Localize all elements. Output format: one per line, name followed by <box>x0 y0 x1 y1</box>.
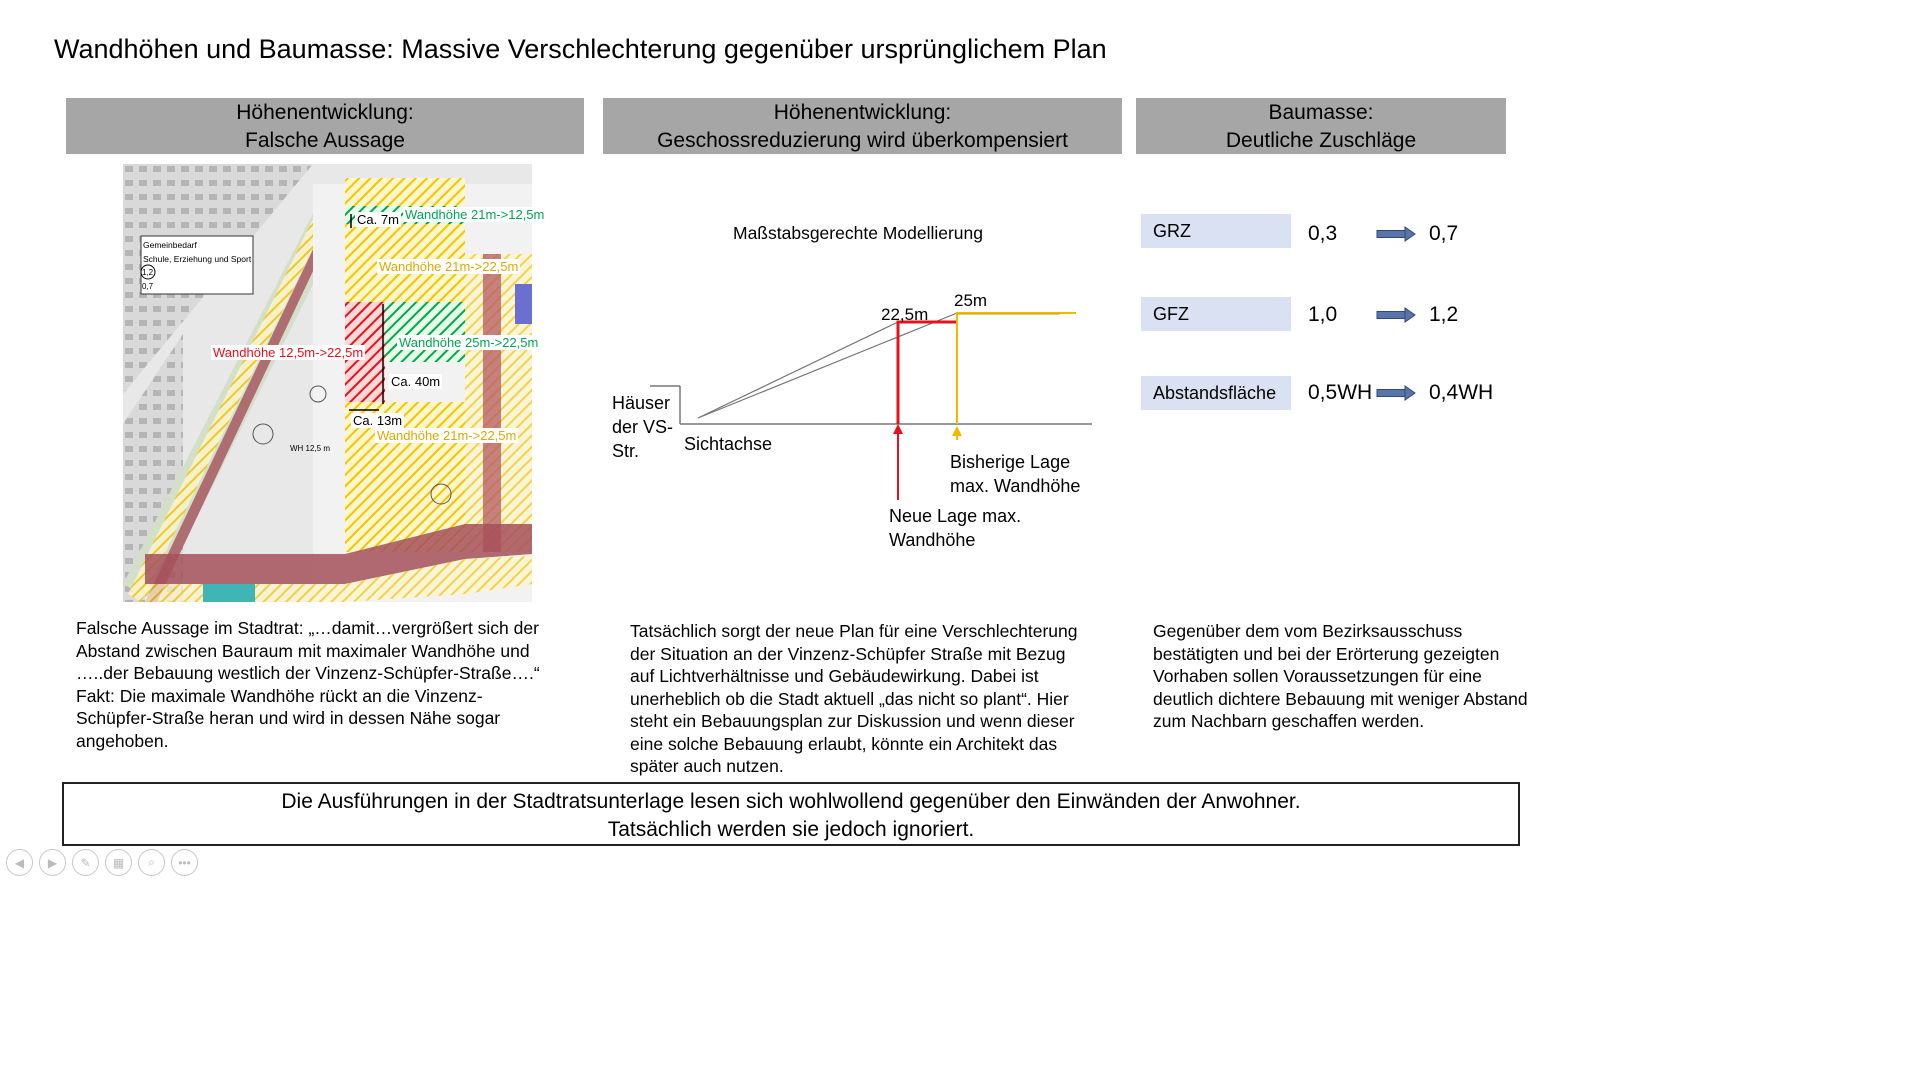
conclusion-box: Die Ausführungen in der Stadtratsunterla… <box>62 782 1520 846</box>
page-title: Wandhöhen und Baumasse: Massive Verschle… <box>54 34 1107 64</box>
pen-icon[interactable]: ✎ <box>72 849 99 876</box>
metric-abstandsflaeche-to: 0,4WH <box>1429 381 1494 404</box>
arrow-right-icon <box>1376 385 1416 401</box>
old-position-arrow-head <box>952 426 962 436</box>
diagram-subtitle: Maßstabsgerechte Modellierung <box>733 223 983 243</box>
column-header-2-line2: Geschossreduzierung wird überkompensiert <box>657 129 1068 152</box>
metric-abstandsflaeche-label: Abstandsfläche <box>1141 376 1291 410</box>
old-wall-height-line <box>956 312 1076 424</box>
wh-label: WH 12,5 m <box>290 444 330 453</box>
site-plan-graphic: Gemeinbedarf Schule, Erziehung und Sport… <box>123 164 533 602</box>
left-explanation-text: Falsche Aussage im Stadtrat: „…damit…ver… <box>76 618 540 751</box>
sightline-old <box>697 312 958 419</box>
column-header-2-line1: Höhenentwicklung: <box>773 101 952 124</box>
metric-grz-from: 0,3 <box>1308 222 1338 245</box>
column-header-3-line2: Deutliche Zuschläge <box>1225 129 1417 152</box>
height-diagram <box>650 312 1092 500</box>
metric-abstandsflaeche-from: 0,5WH <box>1308 381 1373 404</box>
map-label-green-2: Wandhöhe 25m->22,5m <box>397 335 541 350</box>
column-header-1-line1: Höhenentwicklung: <box>236 101 414 124</box>
metric-grz-to: 0,7 <box>1429 222 1459 245</box>
metric-gfz-to: 1,2 <box>1429 303 1459 326</box>
gemeinbedarf-small-value: 0,7 <box>142 282 154 291</box>
height-old-label: 25m <box>954 291 988 310</box>
more-options-icon[interactable]: ••• <box>171 849 198 876</box>
map-label-yellow-1: Wandhöhe 21m->22,5m <box>377 259 521 274</box>
right-explanation-text: Gegenüber dem vom Bezirksausschuss bestä… <box>1153 621 1528 731</box>
map-label-ca13: Ca. 13m <box>351 413 405 428</box>
map-label-ca40: Ca. 40m <box>389 374 443 389</box>
gemeinbedarf-circle-value: 1,2 <box>142 268 154 277</box>
old-position-label: Bisherige Lage max. Wandhöhe <box>950 452 1081 496</box>
houses-label: Häuser der VS- Str. <box>612 393 674 461</box>
new-wall-height-line <box>896 320 957 424</box>
prev-slide-icon[interactable]: ◀ <box>6 849 33 876</box>
column-header-3-line1: Baumasse: <box>1268 101 1374 124</box>
next-slide-icon[interactable]: ▶ <box>39 849 66 876</box>
metric-grz-label: GRZ <box>1141 214 1291 248</box>
conclusion-line-1: Die Ausführungen in der Stadtratsunterla… <box>281 790 1301 813</box>
map-label-yellow-2: Wandhöhe 21m->22,5m <box>375 428 519 443</box>
site-plan-map: Gemeinbedarf Schule, Erziehung und Sport… <box>123 164 547 602</box>
column-header-1-line2: Falsche Aussage <box>245 129 405 152</box>
arrow-right-icon <box>1376 307 1416 323</box>
new-position-arrow-head <box>893 424 903 434</box>
new-position-label: Neue Lage max. Wandhöhe <box>889 506 1022 550</box>
zoom-icon[interactable]: ⌕ <box>138 849 165 876</box>
metric-gfz-label: GFZ <box>1141 297 1291 331</box>
slides-overview-icon[interactable]: ▦ <box>105 849 132 876</box>
height-new-label: 22,5m <box>881 305 929 324</box>
column-header-2: Höhenentwicklung: Geschossreduzierung wi… <box>603 98 1122 154</box>
map-label-red-1: Wandhöhe 12,5m->22,5m <box>211 345 366 360</box>
conclusion-line-2: Tatsächlich werden sie jedoch ignoriert. <box>607 818 975 841</box>
sightline-new <box>697 321 899 419</box>
presentation-controls: ◀ ▶ ✎ ▦ ⌕ ••• <box>6 849 198 876</box>
sichtachse-label: Sichtachse <box>684 434 773 454</box>
middle-explanation-text: Tatsächlich sorgt der neue Plan für eine… <box>630 621 1078 776</box>
map-label-green-1: Wandhöhe 21m->12,5m <box>403 207 547 222</box>
gemeinbedarf-label: Gemeinbedarf <box>143 240 198 250</box>
column-header-3: Baumasse: Deutliche Zuschläge <box>1136 98 1506 154</box>
arrow-right-icon <box>1376 226 1416 242</box>
gemeinbedarf-sub-label: Schule, Erziehung und Sport <box>143 254 252 264</box>
metric-gfz-from: 1,0 <box>1308 303 1338 326</box>
map-label-ca7: Ca. 7m <box>355 212 401 227</box>
column-header-1: Höhenentwicklung: Falsche Aussage <box>66 98 584 154</box>
